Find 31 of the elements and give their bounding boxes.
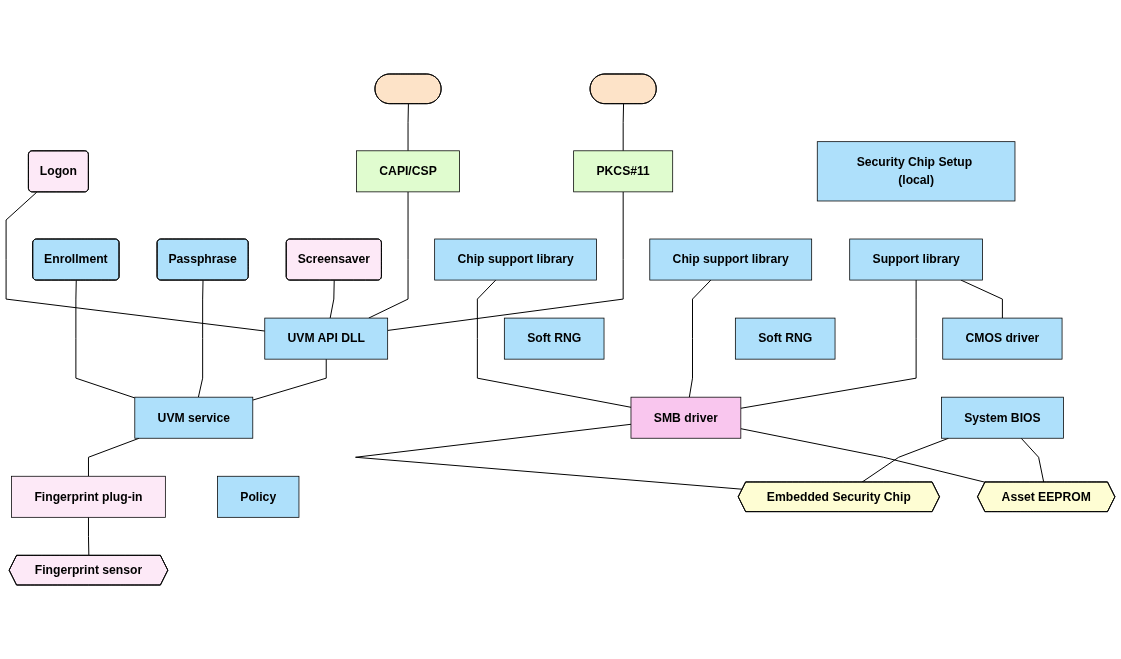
connector (622, 103, 625, 152)
connector (88, 437, 140, 477)
node-box: System BIOS (941, 396, 1064, 439)
node-box: Chip support library (434, 238, 597, 281)
connector (329, 279, 335, 319)
node-box: Chip support library (649, 238, 813, 281)
connector (688, 279, 712, 398)
connector (75, 279, 136, 399)
node-box: Soft RNG (734, 317, 836, 360)
node-box: UVM service (134, 396, 254, 439)
node-box: Soft RNG (503, 317, 605, 360)
connector (368, 191, 409, 319)
connector (5, 191, 266, 332)
node-box: Policy (217, 475, 300, 518)
connector (1020, 437, 1045, 483)
node-box: CAPI/CSP (356, 150, 460, 193)
connector (252, 358, 327, 401)
node-box: UVM API DLL (264, 317, 389, 360)
connector (476, 279, 632, 408)
node-box: Security Chip Setup (local) (816, 141, 1016, 202)
connector (740, 279, 917, 409)
connector (355, 423, 744, 490)
connector (197, 279, 204, 398)
node-box: Fingerprint plug-in (11, 475, 166, 518)
node-box: PKCS#11 (573, 150, 674, 193)
node-box: Support library (849, 238, 983, 281)
node-box: CMOS driver (942, 317, 1063, 360)
connector (407, 103, 409, 152)
connector (88, 516, 90, 557)
connector (387, 191, 624, 331)
node-box: SMB driver (630, 396, 742, 439)
